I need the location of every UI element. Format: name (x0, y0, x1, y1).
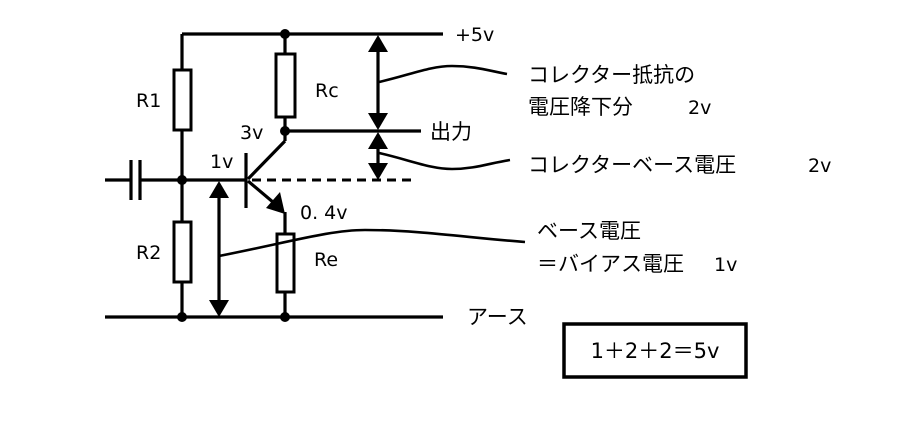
summary-equation: 1＋2＋2＝5v (591, 339, 720, 363)
collector-voltage-label: 3v (240, 122, 263, 144)
rc-drop-annotation-line1: コレクター抵抗の (528, 63, 695, 87)
supply-node-dot (280, 29, 290, 39)
cb-annotation: コレクターベース電圧 (528, 153, 736, 177)
collector-node-dot (280, 126, 290, 136)
transistor-collector-lead (246, 139, 287, 181)
rc-resistor (274, 52, 297, 119)
output-label: 出力 (430, 120, 472, 144)
base-node-dot (177, 175, 187, 185)
r2-label: R2 (136, 242, 161, 264)
summary-box (562, 322, 748, 379)
rc-drop-arrow-up-icon (368, 35, 388, 52)
rc-drop-arrow-down-icon (368, 113, 388, 130)
base-annotation-line1: ベース電圧 (537, 219, 641, 243)
cb-arrow-up-icon (368, 132, 388, 149)
rc-label: Rc (315, 80, 339, 102)
emitter-arrow-icon (266, 192, 285, 214)
r1-resistor (172, 68, 193, 132)
cb-leader-line (378, 151, 511, 171)
rc-drop-leader-line (378, 64, 508, 84)
cb-arrow-down-icon (368, 163, 388, 180)
ground-node-dot-re (280, 312, 290, 322)
base-arrow-down-icon (209, 300, 229, 317)
base-annotation-value: 1v (714, 254, 737, 276)
rc-drop-annotation-line2: 電圧降下分 (528, 95, 633, 119)
cb-annotation-value: 2v (808, 155, 831, 177)
rc-drop-annotation-value: 2v (688, 97, 711, 119)
base-annotation-line2: ＝バイアス電圧 (537, 252, 684, 276)
re-label: Re (314, 249, 338, 271)
r1-label: R1 (136, 90, 161, 112)
base-leader-line (218, 228, 526, 258)
supply-voltage-label: +5v (455, 24, 494, 46)
emitter-voltage-label: 0. 4v (300, 202, 348, 224)
ground-label: アース (467, 305, 528, 329)
r2-resistor (172, 220, 193, 284)
base-voltage-label: 1v (210, 151, 233, 173)
ground-node-dot-r2 (177, 312, 187, 322)
base-arrow-up-icon (209, 181, 229, 198)
